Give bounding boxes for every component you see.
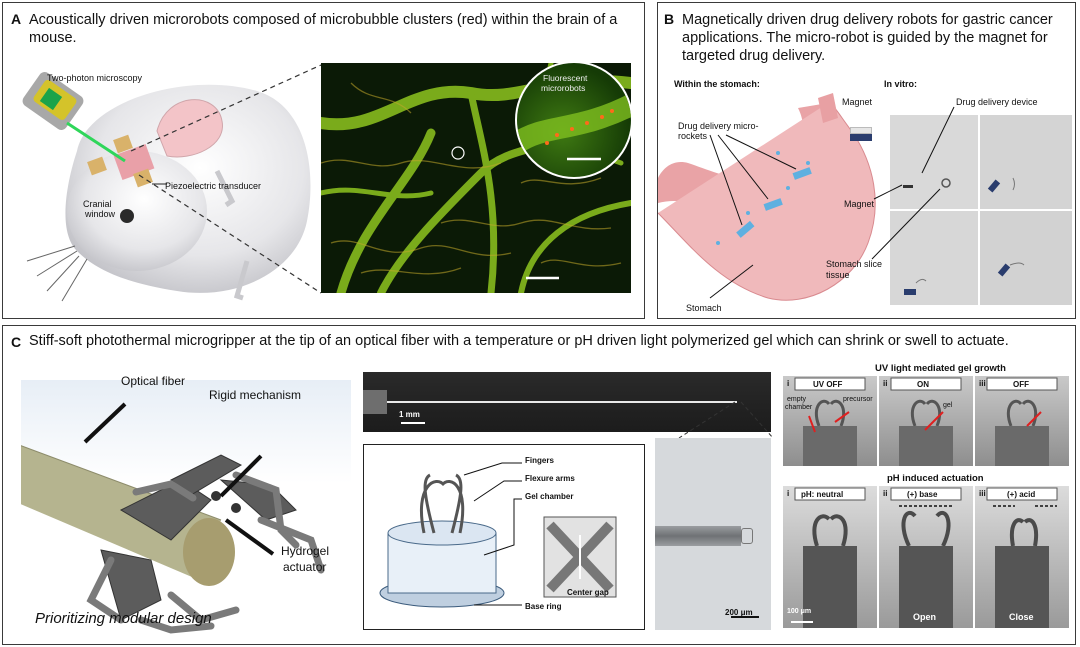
slice-label-1: Stomach slice xyxy=(826,259,883,269)
magnet-side-label: Magnet xyxy=(844,199,875,209)
base-ring-label: Base ring xyxy=(525,602,562,611)
mouse-illustration xyxy=(22,72,311,302)
gel-label: gel xyxy=(943,402,953,409)
open-label: Open xyxy=(913,612,937,622)
fiber-tip-photo xyxy=(655,438,771,630)
panel-a-label: A xyxy=(11,11,22,27)
in-vitro-marks xyxy=(871,106,1025,295)
panel-b-label: B xyxy=(664,11,675,27)
stomach-illustration xyxy=(658,93,876,301)
rigid-mechanism-label: Rigid mechanism xyxy=(209,388,302,402)
microrobot-inset xyxy=(515,61,633,179)
hydrogel-label-1: Hydrogel xyxy=(281,544,330,558)
fluorescent-label-2: microrobots xyxy=(541,83,586,93)
empty-label-1: empty xyxy=(787,396,807,403)
ph-2-num: ii xyxy=(883,489,888,498)
stomach-label: Stomach xyxy=(686,303,722,313)
ph-2-label: (+) base xyxy=(907,490,938,499)
device-label: Drug delivery device xyxy=(956,97,1038,107)
uv-2-label: ON xyxy=(917,380,929,389)
uv-frame-details xyxy=(794,377,1058,466)
center-gap-label: Center gap xyxy=(567,588,609,597)
cranial-label: Cranial xyxy=(83,199,112,209)
panel-c-label: C xyxy=(11,334,22,350)
ph-frame-details xyxy=(791,487,1058,628)
uv-1-label: UV OFF xyxy=(813,380,843,389)
ph-1-num: i xyxy=(787,489,790,498)
fiber-zoom-lines xyxy=(678,401,774,439)
gripper-schematic xyxy=(363,444,645,630)
magnet-top-label: Magnet xyxy=(842,97,873,107)
scale-200um: 200 μm xyxy=(725,608,753,617)
flexure-label: Flexure arms xyxy=(525,474,575,483)
precursor-label: precursor xyxy=(843,396,873,403)
empty-label-2: chamber xyxy=(785,404,813,411)
in-vitro-image-2 xyxy=(980,115,1072,209)
in-vitro-image-1 xyxy=(890,115,978,209)
uv-2-num: ii xyxy=(883,379,888,388)
uv-3-label: OFF xyxy=(1013,380,1029,389)
scale-1mm: 1 mm xyxy=(399,410,420,419)
panel-c-title: Stiff-soft photothermal microgripper at … xyxy=(29,333,1009,349)
magnet-icon xyxy=(850,127,872,141)
uv-title: UV light mediated gel growth xyxy=(875,363,1006,374)
gripper-render xyxy=(21,380,351,638)
within-stomach-label: Within the stomach: xyxy=(674,79,760,89)
ph-3-num: iii xyxy=(979,489,986,498)
in-vitro-label: In vitro: xyxy=(884,79,917,89)
panel-b-title: Magnetically driven drug delivery robots… xyxy=(682,12,1053,64)
close-label: Close xyxy=(1009,612,1034,622)
panel-c: C Stiff-soft photothermal microgripper a… xyxy=(2,325,1076,645)
scale-100um: 100 μm xyxy=(787,608,812,615)
rockets-label-2: rockets xyxy=(678,131,708,141)
panel-a: A Acoustically driven microrobots compos… xyxy=(2,2,645,319)
modular-caption: Prioritizing modular design xyxy=(35,610,212,627)
rockets-label-1: Drug delivery micro- xyxy=(678,121,759,131)
window-label: window xyxy=(85,209,116,219)
in-vitro-image-4 xyxy=(980,211,1072,305)
ph-3-label: (+) acid xyxy=(1007,490,1036,499)
ph-1-label: pH: neutral xyxy=(801,490,844,499)
fingers-label: Fingers xyxy=(525,456,554,465)
hydrogel-label-2: actuator xyxy=(283,560,327,574)
two-photon-label: Two-photon microscopy xyxy=(47,73,143,83)
optical-fiber-label: Optical fiber xyxy=(121,374,186,388)
piezo-label: Piezoelectric transducer xyxy=(165,181,262,191)
panel-b: B Magnetically driven drug delivery robo… xyxy=(657,2,1076,319)
fluorescent-label-1: Fluorescent xyxy=(543,73,588,83)
gel-chamber-label: Gel chamber xyxy=(525,492,574,501)
slice-label-2: tissue xyxy=(826,270,850,280)
panel-a-title: Acoustically driven microrobots composed… xyxy=(29,12,618,46)
ph-title: pH induced actuation xyxy=(887,473,984,484)
uv-3-num: iii xyxy=(979,379,986,388)
uv-1-num: i xyxy=(787,379,790,388)
